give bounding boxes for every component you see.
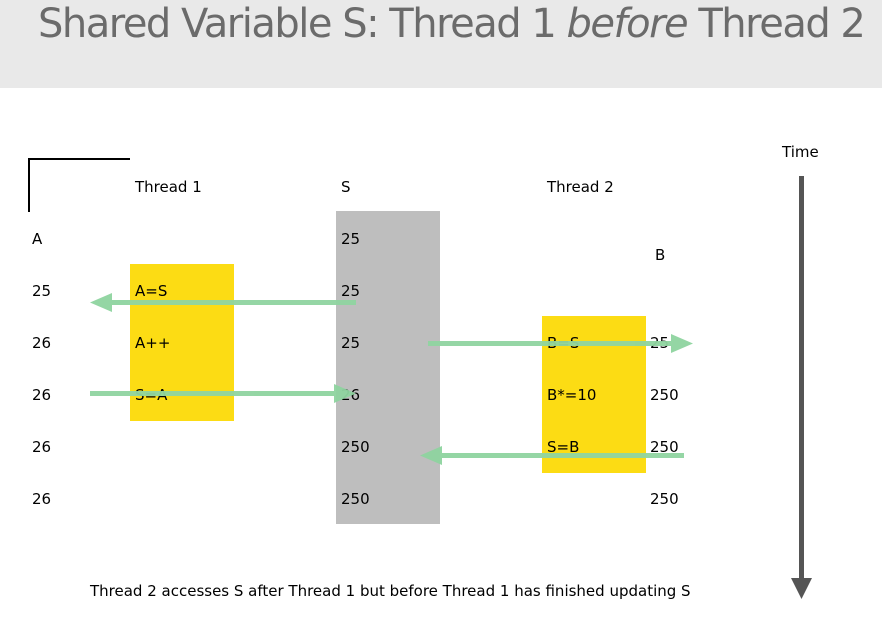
a-value: 26: [32, 386, 52, 404]
b-value: 250: [650, 438, 679, 456]
thread1-op: A++: [135, 334, 171, 352]
read-arrow-a-from-s: [90, 293, 356, 312]
title-bar: Shared Variable S: Thread 1 before Threa…: [0, 0, 882, 88]
shared-variable-box: [336, 211, 440, 524]
a-value: 25: [32, 282, 52, 300]
s-value: 25: [341, 334, 361, 352]
b-header: B: [655, 246, 666, 264]
read-arrow-b-from-s: [428, 334, 693, 353]
thread1-header: Thread 1: [135, 178, 202, 196]
title-part2: Thread 2: [687, 1, 866, 47]
s-value: 25: [341, 282, 361, 300]
s-value: 25: [341, 230, 361, 248]
time-arrow-head: [791, 578, 812, 599]
thread2-op: B*=10: [547, 386, 597, 404]
thread2-header: Thread 2: [547, 178, 614, 196]
time-label: Time: [782, 143, 819, 161]
title-emphasis: before: [566, 1, 689, 47]
a-value: 26: [32, 438, 52, 456]
write-arrow-s-from-a: [90, 384, 356, 403]
corner-bracket: [28, 158, 130, 212]
time-axis-line: [799, 176, 804, 580]
caption: Thread 2 accesses S after Thread 1 but b…: [90, 582, 691, 600]
s-value: 250: [341, 490, 370, 508]
s-value: 250: [341, 438, 370, 456]
a-value: 26: [32, 490, 52, 508]
b-value: 250: [650, 386, 679, 404]
b-value: 250: [650, 490, 679, 508]
thread2-op: S=B: [547, 438, 580, 456]
write-arrow-s-from-b: [420, 446, 684, 465]
s-header: S: [341, 178, 351, 196]
thread1-op: A=S: [135, 282, 168, 300]
slide-title: Shared Variable S: Thread 1 before Threa…: [38, 0, 866, 48]
a-value: 26: [32, 334, 52, 352]
a-header: A: [32, 230, 43, 248]
title-part1: Shared Variable S: Thread 1: [38, 1, 567, 47]
